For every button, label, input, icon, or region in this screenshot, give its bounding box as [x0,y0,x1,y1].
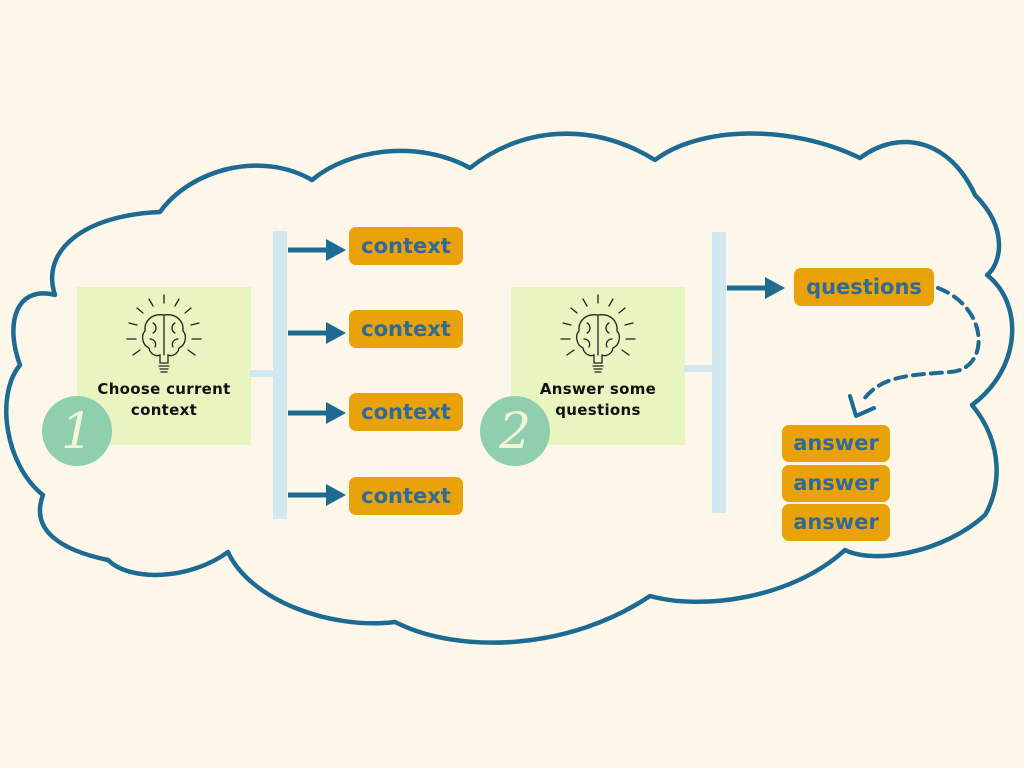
context-pill: context [349,477,463,515]
context-pill: context [349,310,463,348]
arrow-right-icon [288,484,346,506]
context-pill: context [349,227,463,265]
branch-bar [273,231,287,519]
connector-bar [250,370,280,377]
context-pill: context [349,393,463,431]
arrow-right-icon [288,322,346,344]
answer-pill: answer [782,504,890,541]
branch-bar [712,232,726,513]
brain-lightbulb-icon [126,294,202,373]
step-1-badge: 1 [42,396,112,466]
arrow-right-icon [288,239,346,261]
dashed-curved-arrow [848,286,981,418]
arrow-right-icon [727,277,785,299]
connector-bar [684,365,719,372]
answer-pill: answer [782,425,890,462]
arrow-right-icon [288,402,346,424]
brain-lightbulb-icon [560,294,636,373]
questions-pill: questions [794,268,934,306]
answer-pill: answer [782,465,890,502]
step-1-label: Choose current context [97,380,231,419]
step-2-badge: 2 [480,396,550,466]
thought-cloud-outline [4,131,1015,645]
step-2-label: Answer some questions [539,380,657,419]
